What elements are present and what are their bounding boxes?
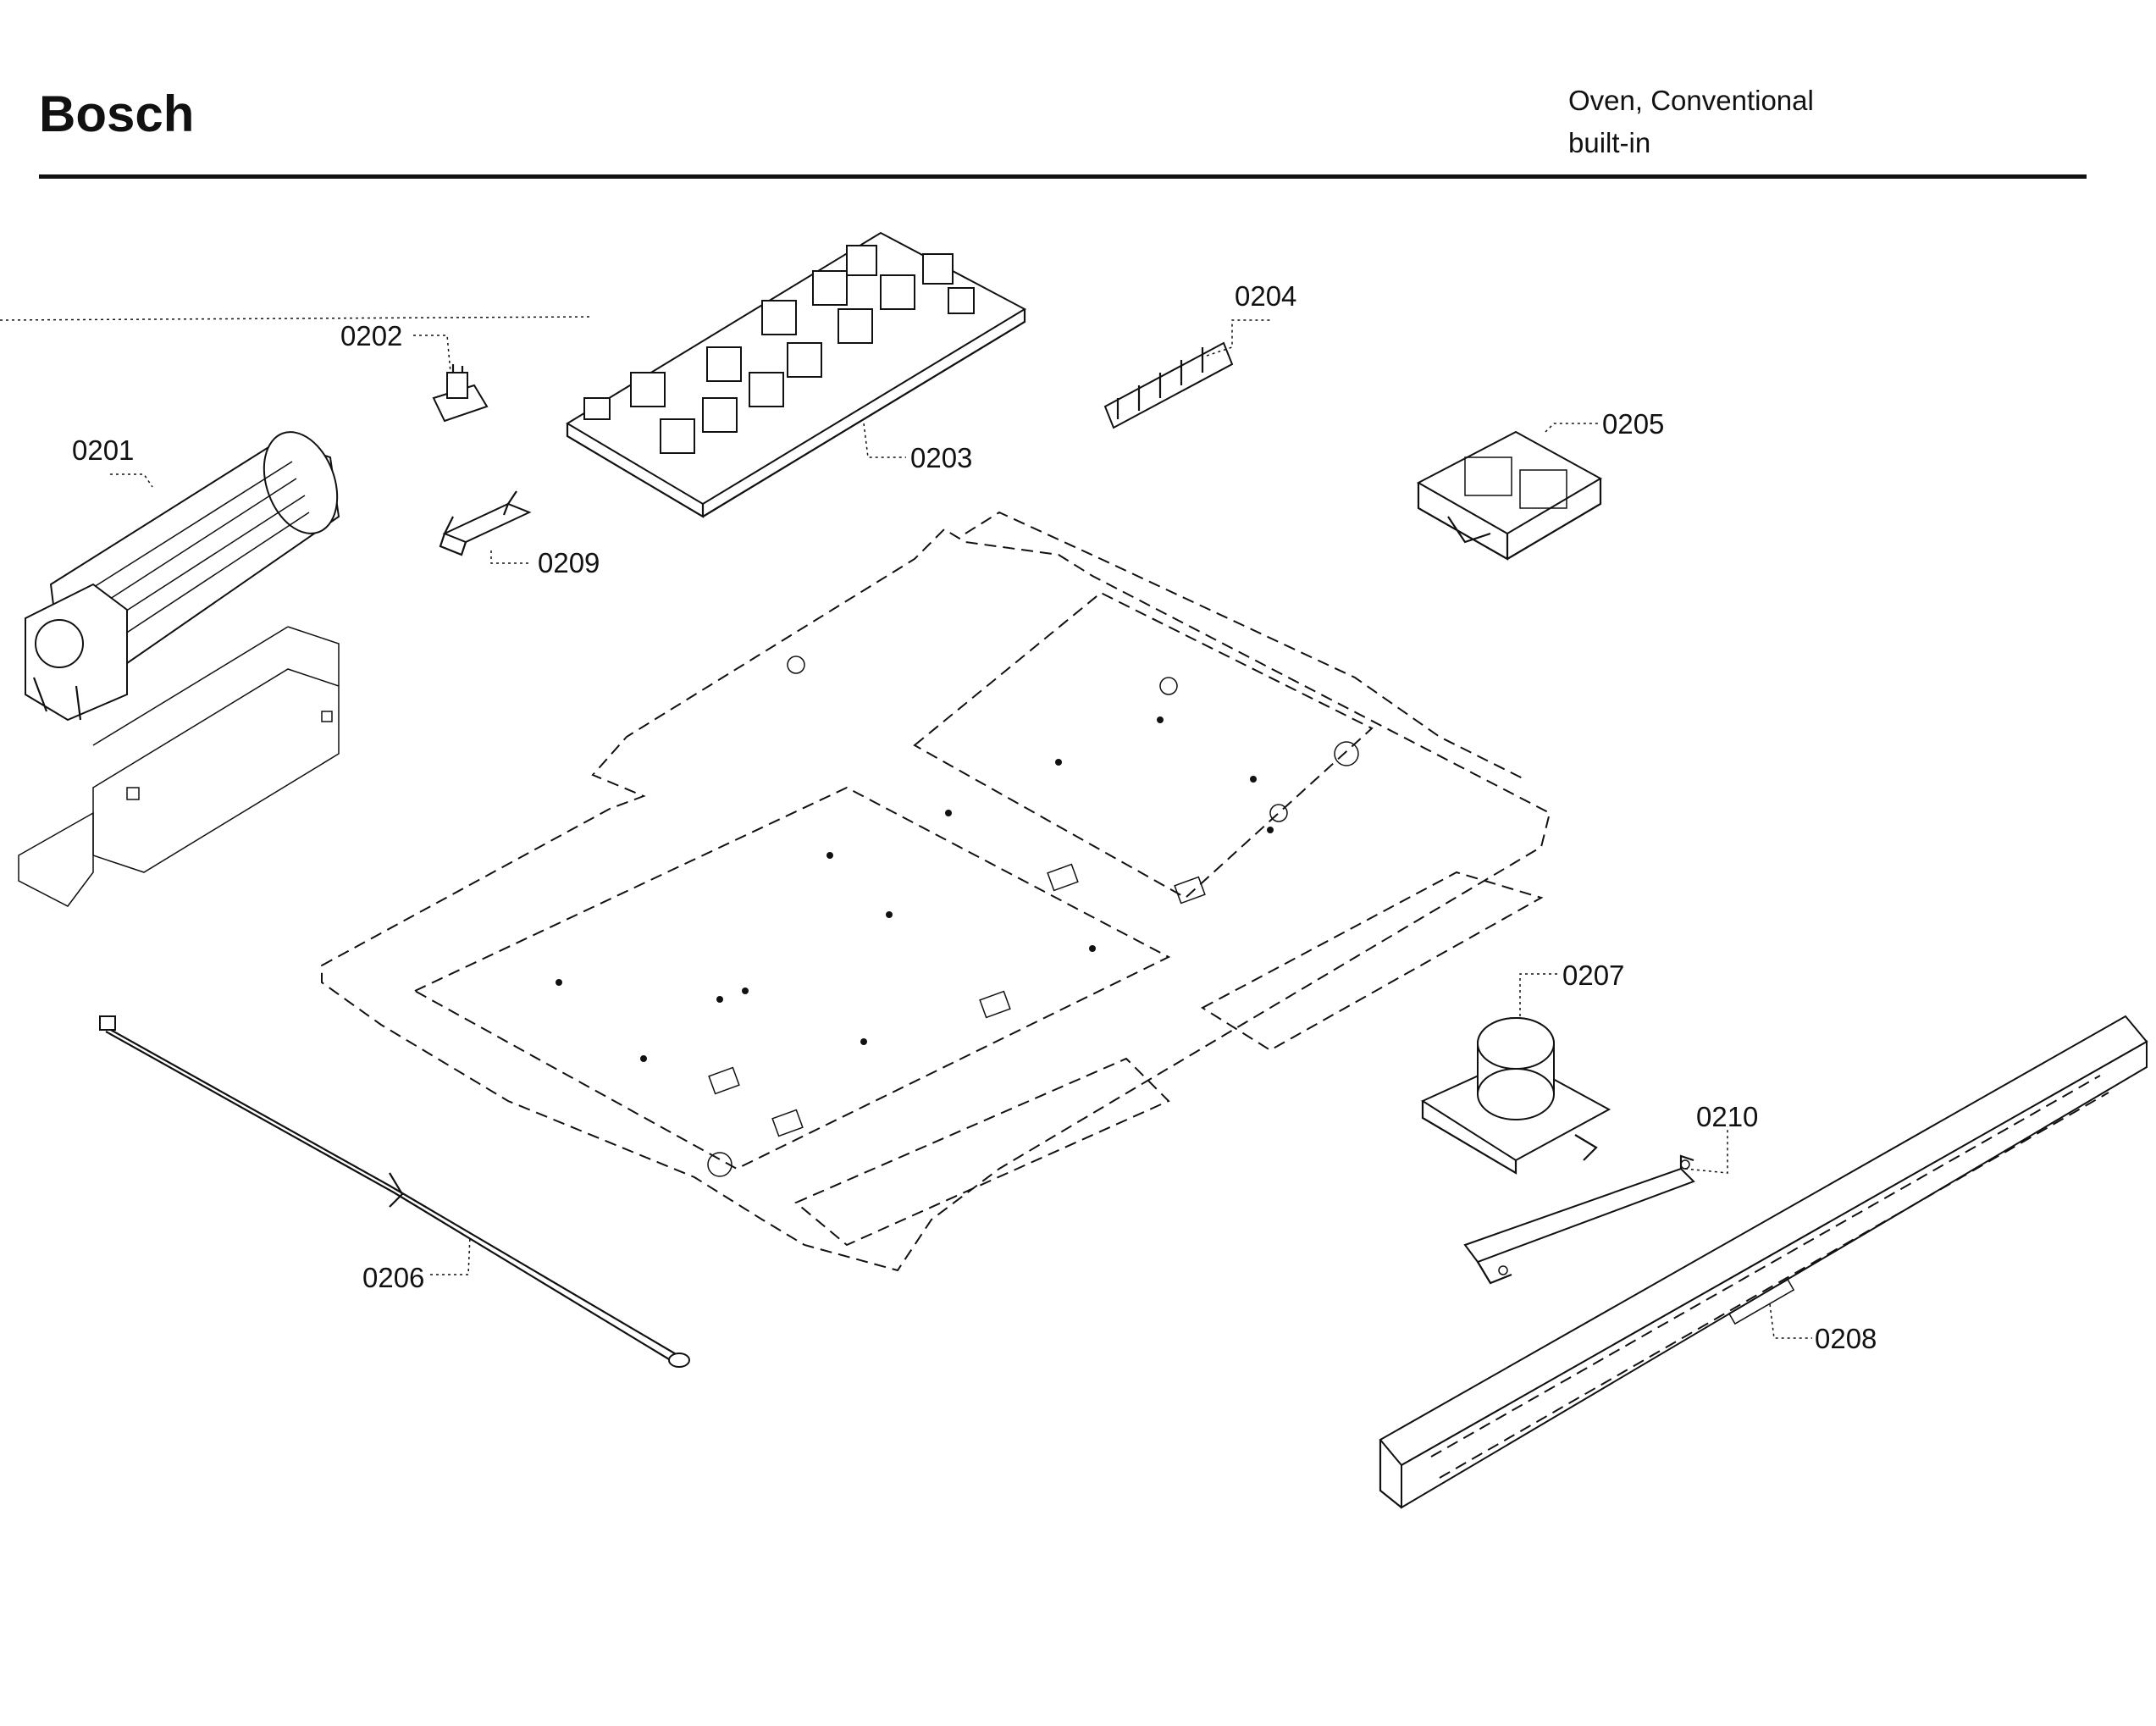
diagram-title: Oven, Conventional <box>1568 85 1814 116</box>
part-0209-bracket <box>439 490 532 564</box>
reference-line <box>0 316 594 321</box>
callout-0204: 0204 <box>1235 280 1296 312</box>
callout-0210: 0210 <box>1696 1101 1758 1132</box>
base-plate <box>321 511 1551 1272</box>
callout-0207: 0207 <box>1562 960 1624 991</box>
part-0204-terminal-block <box>1103 319 1270 429</box>
part-0203-control-board <box>566 231 1027 518</box>
brand-name: Bosch <box>39 86 195 142</box>
part-0210-bracket <box>1463 1126 1728 1285</box>
callout-0205: 0205 <box>1602 408 1664 440</box>
callout-0203: 0203 <box>910 442 972 473</box>
part-0205-lamp-housing <box>1416 423 1603 561</box>
callout-0202: 0202 <box>340 320 402 351</box>
callout-0201: 0201 <box>72 434 134 466</box>
header-rule <box>39 174 2087 179</box>
callout-labels: 0201 0202 0203 0204 0205 0206 0207 0208 … <box>72 280 1877 1354</box>
callout-0208: 0208 <box>1815 1323 1877 1354</box>
diagram-subtitle: built-in <box>1568 127 1651 158</box>
part-0202-thermostat <box>413 335 489 423</box>
callout-0206: 0206 <box>362 1262 424 1293</box>
part-0207-fan-motor <box>1420 973 1611 1175</box>
part-0201-fan-bracket <box>18 626 340 907</box>
part-0206-ground-wire <box>99 1015 690 1368</box>
part-0201-cooling-fan <box>25 431 340 722</box>
callout-0209: 0209 <box>538 547 600 578</box>
part-0208-rail <box>1379 1015 2148 1509</box>
